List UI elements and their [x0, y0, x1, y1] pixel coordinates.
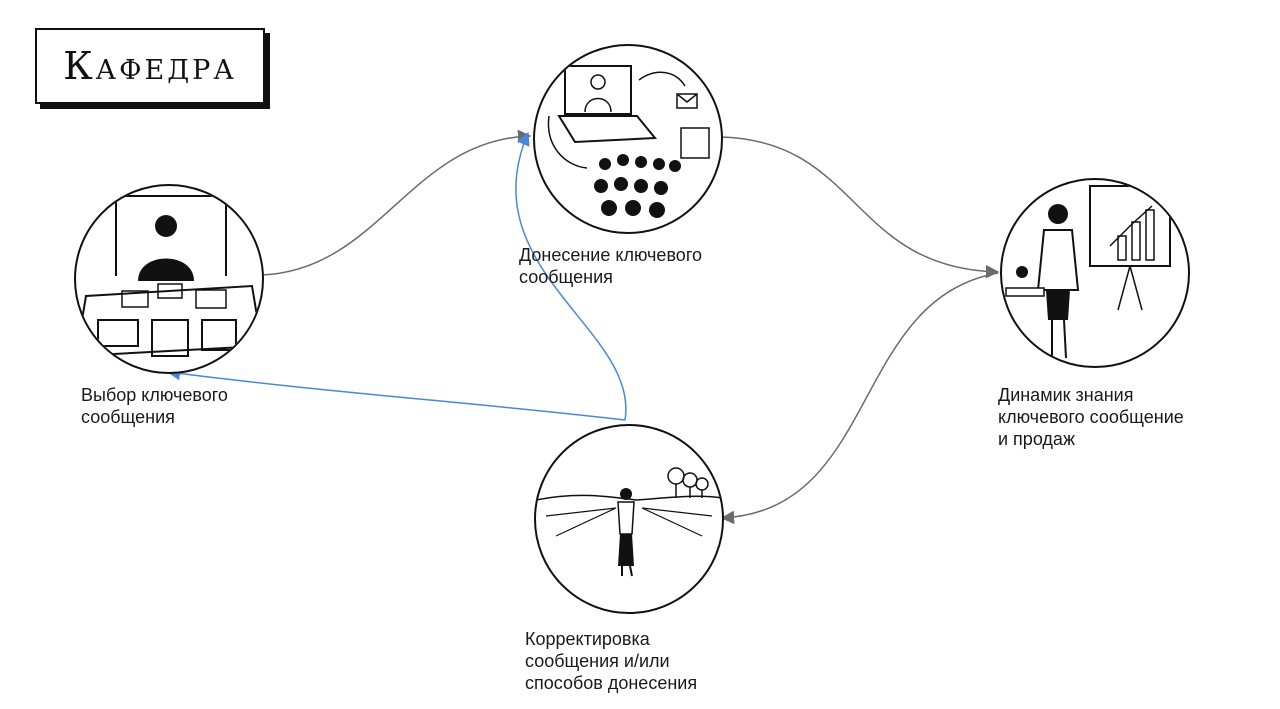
label-dynamics: Динамик знания ключевого сообщение и про… — [998, 385, 1184, 449]
presenter-chart-illustration — [1000, 178, 1190, 368]
label-select-message: Выбор ключевого сообщения — [81, 385, 228, 427]
kafedra-logo: Кафедра — [35, 28, 265, 104]
crossroads-person-illustration — [534, 424, 724, 614]
label-correct-message: Корректировка сообщения и/или способов д… — [525, 629, 698, 693]
arrow-dynamics-to-correct — [720, 272, 999, 525]
laptop-presentation-drawing — [547, 65, 710, 218]
arrow-deliver-to-dynamics — [719, 136, 1000, 279]
arrow-correct-to-deliver — [515, 131, 627, 421]
office-meeting-illustration — [74, 184, 264, 374]
crossroads-drawing — [536, 467, 722, 577]
arrow-correct-to-select — [166, 366, 626, 421]
laptop-presentation-audience-illustration — [533, 44, 723, 234]
label-deliver-message: Донесение ключевого сообщения — [519, 245, 702, 287]
arrow-select-to-deliver — [261, 129, 532, 276]
office-meeting-drawing — [76, 195, 262, 358]
presenter-chart-drawing — [1005, 185, 1171, 359]
